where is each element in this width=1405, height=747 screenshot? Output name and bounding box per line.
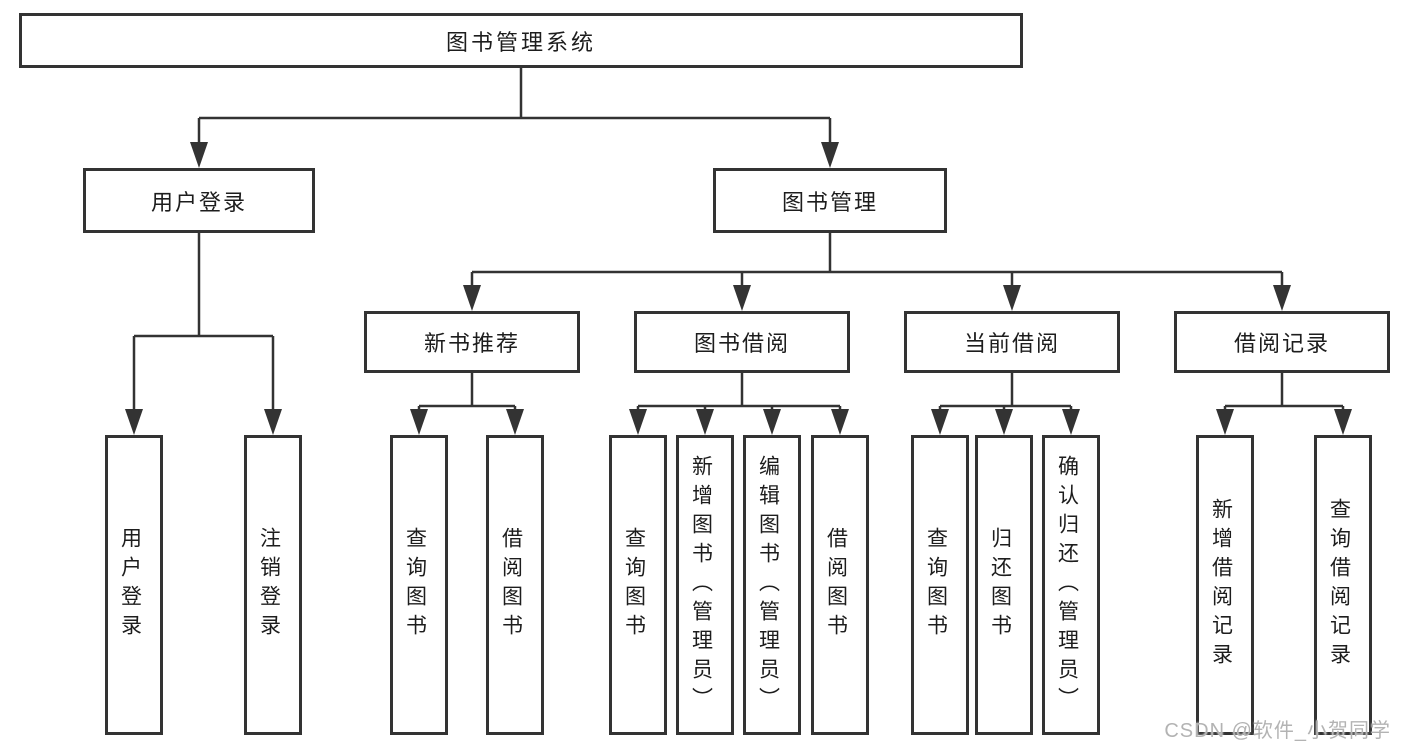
- arrowhead-icon: [821, 142, 839, 168]
- node-book-borrowing: 图书借阅: [634, 311, 850, 373]
- leaf-label: 新增图书（管理员）: [689, 454, 713, 716]
- leaf-query-books: 查询图书: [609, 435, 667, 735]
- leaf-label: 查询图书: [403, 527, 427, 643]
- leaf-borrow-books: 借阅图书: [811, 435, 869, 735]
- leaf-label: 归还图书: [988, 527, 1012, 643]
- arrowhead-icon: [1003, 285, 1021, 311]
- arrowhead-icon: [1216, 409, 1234, 435]
- arrowhead-icon: [264, 409, 282, 435]
- leaf-label: 借阅图书: [824, 527, 848, 643]
- node-book-management: 图书管理: [713, 168, 947, 233]
- leaf-label: 编辑图书（管理员）: [756, 454, 780, 716]
- leaf-add-books-admin: 新增图书（管理员）: [676, 435, 734, 735]
- arrowhead-icon: [696, 409, 714, 435]
- arrowhead-icon: [831, 409, 849, 435]
- arrowhead-icon: [190, 142, 208, 168]
- leaf-query-books: 查询图书: [911, 435, 969, 735]
- leaf-label: 查询图书: [622, 527, 646, 643]
- arrowhead-icon: [995, 409, 1013, 435]
- arrowhead-icon: [125, 409, 143, 435]
- leaf-user-login: 用户登录: [105, 435, 163, 735]
- leaf-label: 用户登录: [118, 527, 142, 643]
- arrowhead-icon: [733, 285, 751, 311]
- arrowhead-icon: [506, 409, 524, 435]
- node-current-borrowing: 当前借阅: [904, 311, 1120, 373]
- leaf-confirm-return-admin: 确认归还（管理员）: [1042, 435, 1100, 735]
- arrowhead-icon: [629, 409, 647, 435]
- leaf-query-borrow-record: 查询借阅记录: [1314, 435, 1372, 735]
- leaf-borrow-books: 借阅图书: [486, 435, 544, 735]
- arrowhead-icon: [931, 409, 949, 435]
- leaf-add-borrow-record: 新增借阅记录: [1196, 435, 1254, 735]
- node-library-management-system: 图书管理系统: [19, 13, 1023, 68]
- arrowhead-icon: [410, 409, 428, 435]
- arrowhead-icon: [1334, 409, 1352, 435]
- leaf-return-books: 归还图书: [975, 435, 1033, 735]
- node-new-book-recommend: 新书推荐: [364, 311, 580, 373]
- leaf-edit-books-admin: 编辑图书（管理员）: [743, 435, 801, 735]
- csdn-watermark: CSDN @软件_小贺同学: [1164, 720, 1391, 742]
- arrowhead-icon: [463, 285, 481, 311]
- leaf-label: 确认归还（管理员）: [1055, 454, 1079, 716]
- arrowhead-icon: [1062, 409, 1080, 435]
- arrowhead-icon: [763, 409, 781, 435]
- arrowhead-icon: [1273, 285, 1291, 311]
- node-user-login: 用户登录: [83, 168, 315, 233]
- node-borrow-records: 借阅记录: [1174, 311, 1390, 373]
- leaf-label: 注销登录: [257, 527, 281, 643]
- leaf-label: 查询借阅记录: [1327, 498, 1351, 672]
- leaf-label: 查询图书: [924, 527, 948, 643]
- leaf-label: 借阅图书: [499, 527, 523, 643]
- leaf-logout: 注销登录: [244, 435, 302, 735]
- leaf-query-books: 查询图书: [390, 435, 448, 735]
- leaf-label: 新增借阅记录: [1209, 498, 1233, 672]
